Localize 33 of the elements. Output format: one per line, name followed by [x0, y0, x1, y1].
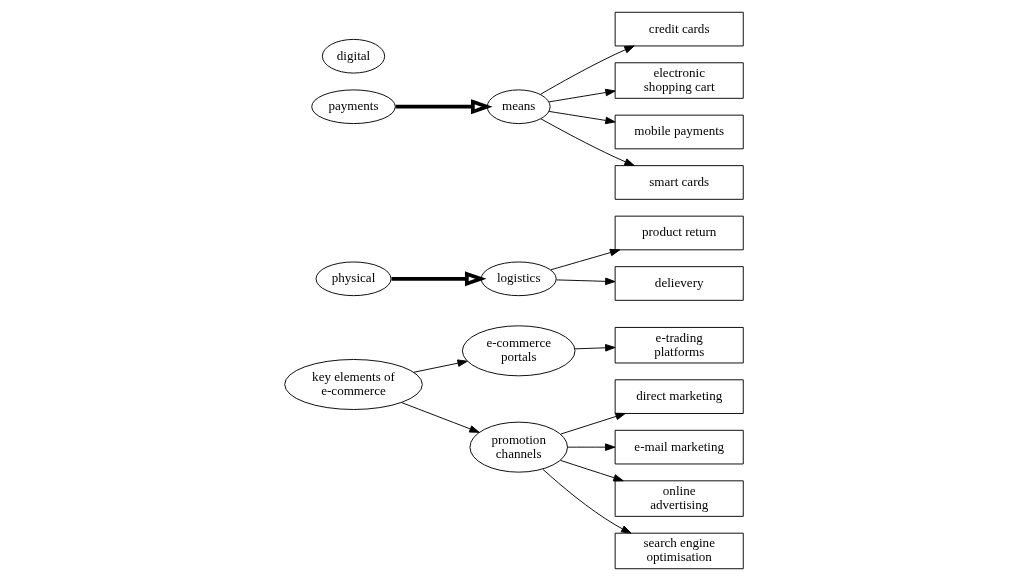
- arrow: [555, 277, 615, 286]
- node-ellipse: key elements of e-commerce: [283, 359, 423, 410]
- arrow: [391, 271, 487, 287]
- arrow: [559, 459, 624, 482]
- arrow: [412, 359, 468, 373]
- node-box: product return: [614, 215, 744, 251]
- node-ellipse: physical: [315, 261, 391, 297]
- node-box: e-trading platforms: [614, 326, 744, 364]
- arrow: [574, 344, 615, 352]
- arrow: [539, 45, 635, 95]
- node-ellipse: payments: [310, 89, 396, 125]
- node-box: e-mail marketing: [614, 429, 744, 465]
- node-box: delievery: [614, 266, 744, 301]
- node-ellipse: e-commerce portals: [461, 325, 575, 377]
- node-ellipse: logistics: [480, 261, 557, 297]
- arrow: [559, 412, 626, 435]
- node-box: direct marketing: [614, 379, 744, 414]
- arrow: [400, 402, 480, 433]
- node-box: online advertising: [614, 480, 744, 517]
- arrow: [566, 443, 615, 451]
- arrow: [539, 118, 635, 167]
- node-box: search engine optimisation: [614, 532, 744, 570]
- arrow: [548, 88, 616, 103]
- arrow: [541, 468, 631, 534]
- arrow: [395, 99, 493, 115]
- node-box: smart cards: [614, 165, 744, 200]
- node-ellipse: means: [486, 89, 551, 125]
- node-ellipse: digital: [321, 38, 385, 74]
- node-box: credit cards: [614, 11, 744, 47]
- node-box: electronic shopping cart: [614, 62, 744, 99]
- arrow: [548, 110, 616, 125]
- node-box: mobile payments: [614, 114, 744, 150]
- arrow: [550, 248, 620, 271]
